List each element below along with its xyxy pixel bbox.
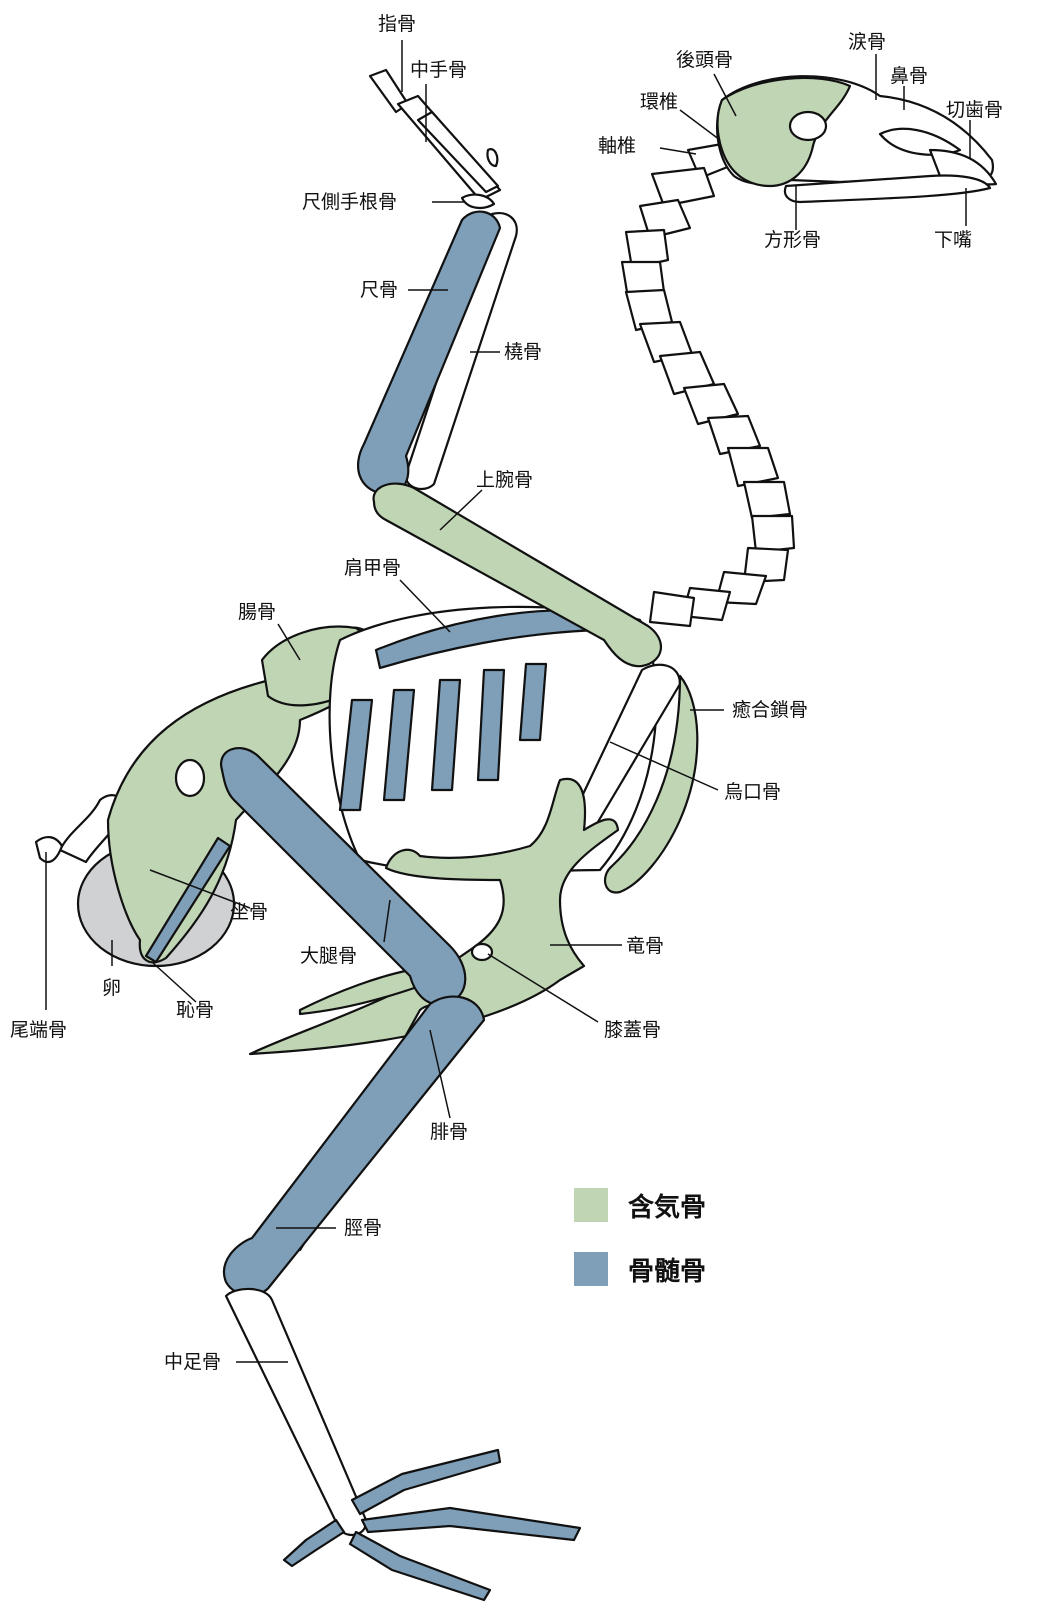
label-ulnar-carpal: 尺側手根骨 <box>302 191 397 213</box>
label-tarsometatarsus: 中足骨 <box>164 1351 221 1373</box>
cervical-vertebrae <box>622 144 794 626</box>
patella-bone <box>472 944 492 960</box>
tarsometatarsus-bone <box>226 1289 366 1535</box>
legend-swatch-marrow <box>574 1252 608 1286</box>
metacarpal-secondary <box>418 112 498 192</box>
label-furcula: 癒合鎖骨 <box>732 699 808 721</box>
label-occipital: 後頭骨 <box>676 49 733 71</box>
label-pubis: 恥骨 <box>176 999 214 1021</box>
acetabulum <box>176 760 204 796</box>
label-egg: 卵 <box>102 977 121 999</box>
label-phalanges: 指骨 <box>378 13 416 35</box>
label-pygostyle: 尾端骨 <box>10 1019 67 1041</box>
carpal-knob <box>487 149 497 166</box>
skull <box>717 76 996 202</box>
pelvis <box>36 627 378 966</box>
orbit <box>790 112 826 140</box>
label-lacrimal: 涙骨 <box>848 30 886 53</box>
label-coracoid: 烏口骨 <box>724 781 781 803</box>
label-patella: 膝蓋骨 <box>604 1019 661 1041</box>
legend: 含気骨 骨髄骨 <box>574 1188 706 1287</box>
label-metacarpal: 中手骨 <box>410 59 467 81</box>
label-scapula: 肩甲骨 <box>344 557 401 579</box>
legend-swatch-pneumatic <box>574 1188 608 1222</box>
label-ulna: 尺骨 <box>360 279 398 301</box>
pygostyle-bone <box>36 837 62 862</box>
label-ischium: 坐骨 <box>230 901 268 923</box>
label-humerus: 上腕骨 <box>476 469 533 491</box>
label-ilium: 腸骨 <box>238 601 276 623</box>
label-tibia: 脛骨 <box>344 1217 382 1239</box>
legend-label-marrow: 骨髄骨 <box>628 1257 706 1287</box>
legend-label-pneumatic: 含気骨 <box>628 1192 706 1223</box>
label-lower-beak: 下嘴 <box>934 229 972 251</box>
label-fibula: 腓骨 <box>430 1121 468 1143</box>
label-keel: 竜骨 <box>626 935 664 957</box>
label-atlas: 環椎 <box>640 91 678 113</box>
label-femur: 大腿骨 <box>300 945 357 967</box>
label-radius: 橈骨 <box>504 341 542 363</box>
label-axis: 軸椎 <box>598 135 636 157</box>
label-nasal: 鼻骨 <box>890 65 928 87</box>
label-premaxilla: 切歯骨 <box>946 99 1003 121</box>
label-quadrate: 方形骨 <box>764 229 821 251</box>
